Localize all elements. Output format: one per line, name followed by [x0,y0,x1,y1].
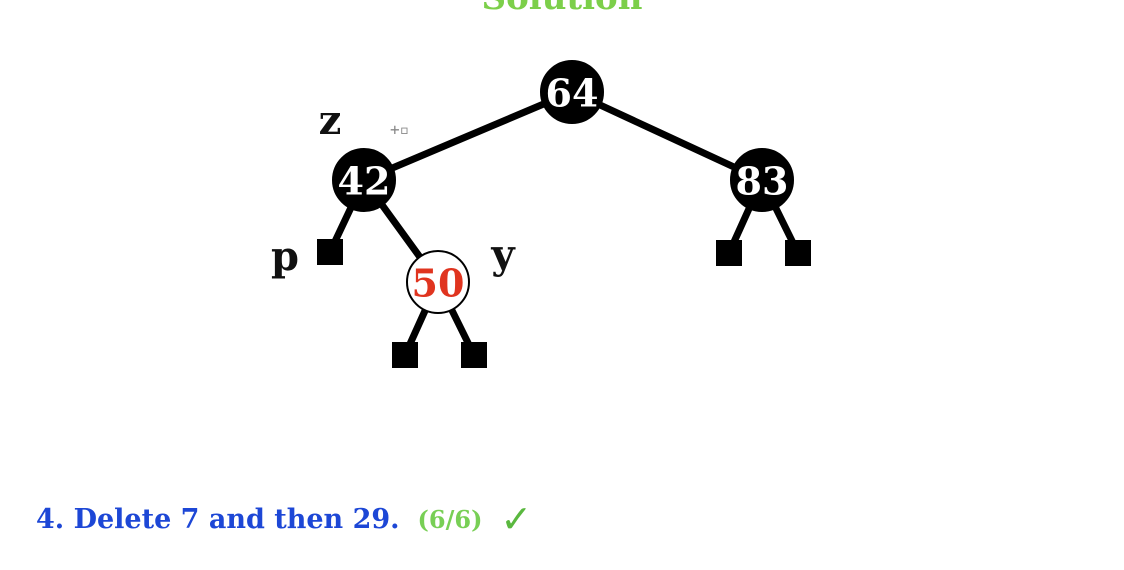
score-text: (6/6) [417,504,483,534]
heading: Solution [0,0,1124,18]
task-text: 4. Delete 7 and then 29. [36,503,400,535]
node-value: 83 [736,159,789,204]
node-value: 50 [412,261,465,306]
nil-leaf [716,240,742,266]
tree-node-83: 83 [730,148,794,212]
node-circle [540,60,604,124]
nil-leaf [461,342,487,368]
edge-n64-n42 [360,88,576,184]
tree-node-64: 64 [540,60,604,124]
tree-node-42: 42 [332,148,396,212]
node-value: 42 [338,159,391,204]
node-circle [406,250,470,314]
red-black-tree-diagram: 64 42 83 50 z p y [271,60,811,368]
tree-nodes: 64 42 83 50 [332,60,794,314]
tree-leaves [317,239,811,368]
checkmark-icon: ✓ [500,497,533,541]
cursor-icon: +▫ [390,120,410,139]
task-line: 4. Delete 7 and then 29. (6/6) ✓ [36,500,532,538]
pointer-labels: z p y [271,97,516,280]
tree-node-50: 50 [406,250,470,314]
edge-n64-n83 [568,88,766,184]
pointer-label-p: p [271,233,299,280]
node-circle [730,148,794,212]
nil-leaf [785,240,811,266]
node-value: 64 [546,71,599,116]
nil-leaf [392,342,418,368]
pointer-label-y: y [490,231,516,278]
pointer-label-z: z [319,97,342,144]
node-circle [332,148,396,212]
nil-leaf [317,239,343,265]
